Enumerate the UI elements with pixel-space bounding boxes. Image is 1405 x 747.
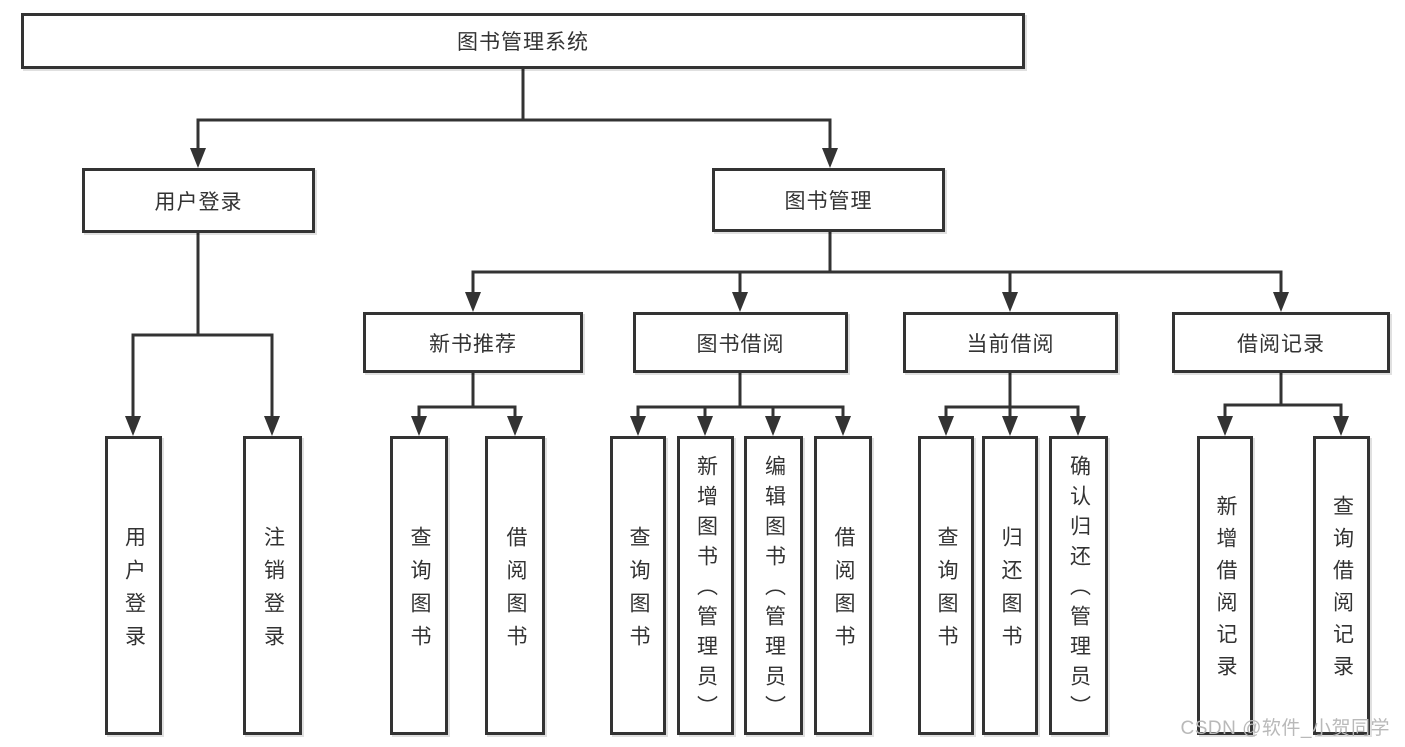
leaf-add-books-admin: 新增图书（管理员） [677,436,734,735]
node-label: 新增借阅记录 [1214,495,1237,687]
node-user-login: 用户登录 [82,168,315,233]
leaf-borrow-books: 借阅图书 [814,436,872,735]
leaf-return-books: 归还图书 [982,436,1038,735]
connector-user-login-to-leaves [125,233,280,436]
connector-book-borrowing-to-leaves [630,373,851,436]
node-label: 编辑图书（管理员） [762,455,786,725]
node-label: 注销登录 [261,525,285,658]
node-label: 查询图书 [935,525,958,658]
leaf-edit-books-admin: 编辑图书（管理员） [744,436,803,735]
leaf-add-borrow-record: 新增借阅记录 [1197,436,1253,735]
node-label: 新增图书（管理员） [694,455,718,725]
node-label: 借阅记录 [1237,332,1325,356]
connector-root-to-level2 [190,69,838,168]
node-label: 借阅图书 [504,525,527,658]
leaf-borrow-books-recommend: 借阅图书 [485,436,545,735]
node-borrow-records: 借阅记录 [1172,312,1390,373]
node-label: 借阅图书 [832,525,855,658]
node-book-management: 图书管理 [712,168,945,232]
node-current-borrowing: 当前借阅 [903,312,1118,373]
node-label: 查询图书 [627,525,650,658]
node-label: 确认归还（管理员） [1067,455,1091,725]
leaf-confirm-return-admin: 确认归还（管理员） [1049,436,1108,735]
node-label: 查询图书 [408,525,431,658]
leaf-query-books-current: 查询图书 [918,436,974,735]
node-label: 用户登录 [122,525,146,658]
node-new-book-recommend: 新书推荐 [363,312,583,373]
csdn-watermark: CSDN @软件_小贺同学 [1180,718,1390,739]
connector-new-book-recommend-to-leaves [411,373,523,436]
leaf-query-borrow-record: 查询借阅记录 [1313,436,1370,735]
node-label: 归还图书 [999,525,1022,658]
node-label: 图书借阅 [696,332,785,356]
leaf-logout: 注销登录 [243,436,302,735]
leaf-query-books-borrow: 查询图书 [610,436,666,735]
node-label: 用户登录 [154,190,243,214]
node-label: 当前借阅 [966,332,1055,356]
node-label: 新书推荐 [429,332,517,356]
leaf-user-login: 用户登录 [105,436,162,735]
connector-borrow-records-to-leaves [1217,373,1349,436]
leaf-query-books-recommend: 查询图书 [390,436,448,735]
node-label: 图书管理 [784,190,873,213]
connector-current-borrowing-to-leaves [938,373,1086,436]
node-book-borrowing: 图书借阅 [633,312,848,373]
node-label: 图书管理系统 [457,31,589,54]
node-label: 查询借阅记录 [1330,495,1354,687]
connector-book-management-to-level3 [465,232,1289,312]
node-library-system: 图书管理系统 [21,13,1025,69]
